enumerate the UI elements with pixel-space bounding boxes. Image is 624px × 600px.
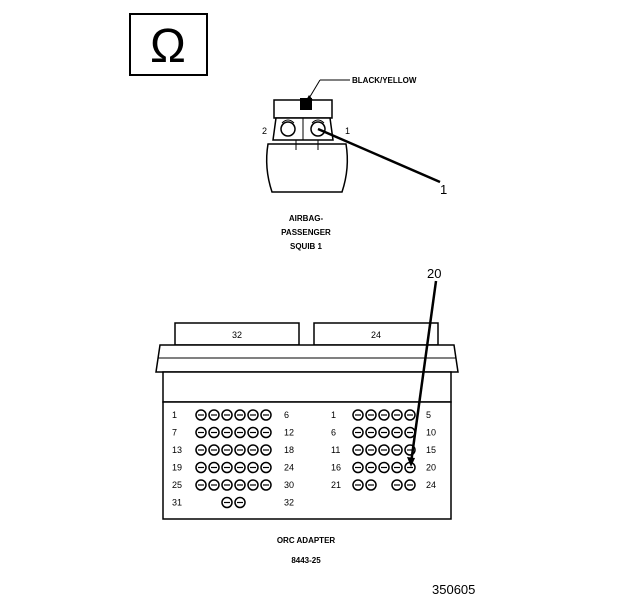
row-start-number: 7: [172, 428, 177, 438]
pin-cavity: [391, 444, 403, 456]
pin-cavity: [208, 426, 220, 439]
row-start-number: 13: [172, 445, 182, 455]
pin-cavity: [404, 479, 416, 491]
airbag-caption-line-2: PASSENGER: [281, 228, 331, 237]
row-start-number: 6: [331, 428, 336, 438]
row-end-number: 18: [284, 445, 294, 455]
pin-cavity: [208, 479, 220, 491]
row-end-number: 24: [284, 463, 294, 473]
row-start-number: 31: [172, 498, 182, 508]
pin-cavity: [221, 444, 233, 456]
pin-cavity: [234, 479, 246, 491]
pin-cavity: [247, 426, 259, 439]
row-start-number: 11: [331, 445, 340, 455]
pin-cavity: [221, 461, 233, 474]
row-end-number: 32: [284, 498, 294, 508]
wire-color-label: BLACK/YELLOW: [352, 76, 417, 85]
airbag-connector: BLACK/YELLOW 2 1 1 AIRBAG- PASSENGER SQU…: [262, 76, 447, 251]
row-end-number: 24: [426, 480, 436, 490]
pin-cavity: [247, 444, 259, 456]
pin-cavity: [234, 461, 246, 474]
row-start-number: 16: [331, 463, 341, 473]
pin-cavity: [365, 426, 377, 439]
pin-cavity: [247, 479, 259, 491]
pin-cavity: [365, 479, 377, 491]
pin-cavity: [378, 409, 390, 421]
pin-cavity: [365, 444, 377, 456]
pin-cavity: [234, 409, 246, 421]
pin-cavity: [234, 426, 246, 439]
row-end-number: 30: [284, 480, 294, 490]
pin-cavity: [247, 461, 259, 474]
pin-cavity: [404, 461, 416, 474]
tab-label-left: 32: [232, 330, 242, 340]
row-end-number: 10: [426, 428, 436, 438]
row-start-number: 1: [172, 410, 177, 420]
airbag-caption-line-3: SQUIB 1: [290, 242, 323, 251]
airbag-caption-line-1: AIRBAG-: [289, 214, 324, 223]
pin-cavity: [391, 461, 403, 474]
row-end-number: 20: [426, 463, 436, 473]
pin-cavity: [260, 479, 272, 491]
row-start-number: 1: [331, 410, 336, 420]
pin-cavity: [195, 461, 207, 474]
row-end-number: 6: [284, 410, 289, 420]
pin-cavity: [247, 409, 259, 421]
tab-label-right: 24: [371, 330, 381, 340]
squib-pin-2-label: 2: [262, 126, 267, 136]
pin-cavity: [234, 444, 246, 456]
pin-cavity: [195, 409, 207, 421]
callout-20: 20: [427, 266, 441, 281]
pin-cavity: [195, 444, 207, 456]
pin-cavity: [208, 461, 220, 474]
squib-pin-1-label: 1: [345, 126, 350, 136]
pin-cavity: [352, 409, 364, 421]
pin-cavity: [404, 409, 416, 421]
row-end-number: 12: [284, 428, 294, 438]
pin-cavity: [391, 426, 403, 439]
left-pin-block: 1 6 7 12 13 18 19 24 25 30 31 32: [172, 409, 294, 509]
row-end-number: 5: [426, 410, 431, 420]
pin-cavity: [221, 496, 233, 509]
pin-cavity: [391, 409, 403, 421]
pin-cavity: [378, 444, 390, 456]
pin-cavity: [352, 444, 364, 456]
pin-cavity: [260, 444, 272, 456]
row-start-number: 19: [172, 463, 182, 473]
pin-cavity: [391, 479, 403, 491]
pin-cavity: [352, 479, 364, 491]
pin-cavity: [208, 444, 220, 456]
pin-cavity: [352, 461, 364, 474]
pin-cavity: [195, 479, 207, 491]
pin-cavity: [208, 409, 220, 421]
pin-cavity: [234, 496, 246, 509]
pin-cavity: [260, 461, 272, 474]
pin-cavity: [365, 461, 377, 474]
pin-cavity: [378, 461, 390, 474]
pin-cavity: [260, 409, 272, 421]
pin-cavity: [260, 426, 272, 439]
pin-cavity: [221, 409, 233, 421]
ohm-symbol-icon: Ω: [150, 20, 186, 73]
ohm-symbol-box: Ω: [129, 13, 208, 76]
row-start-number: 25: [172, 480, 182, 490]
orc-caption-line-1: ORC ADAPTER: [277, 536, 336, 545]
pin-cavity: [378, 426, 390, 439]
pin-cavity: [221, 426, 233, 439]
row-start-number: 21: [331, 480, 341, 490]
callout-1: 1: [440, 182, 447, 197]
pin-cavity: [221, 479, 233, 491]
row-end-number: 15: [426, 445, 436, 455]
pin-cavity: [352, 426, 364, 439]
orc-caption-line-2: 8443-25: [291, 556, 321, 565]
pin-cavity: [365, 409, 377, 421]
pin-cavity: [195, 426, 207, 439]
figure-id: 350605: [432, 582, 475, 597]
